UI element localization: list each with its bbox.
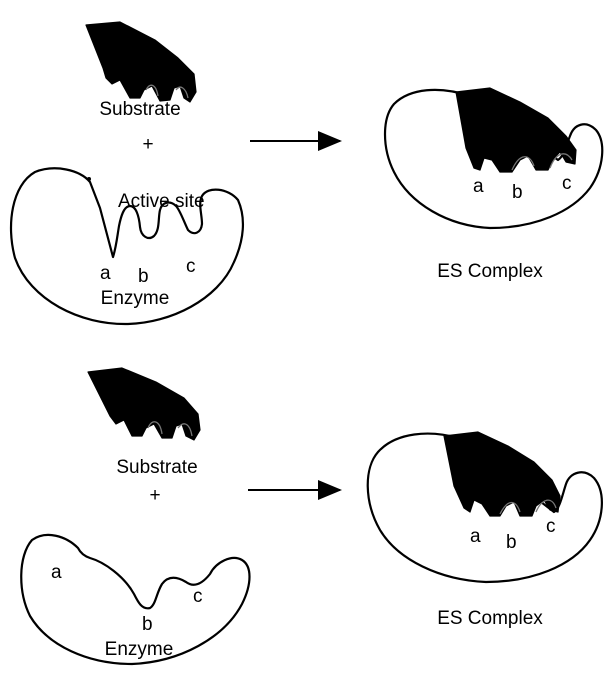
bottom-complex-site-c-label: c	[546, 516, 556, 537]
bottom-site-c-label: c	[193, 586, 203, 607]
top-substrate-shape	[86, 22, 196, 102]
bottom-complex-site-a-label: a	[470, 526, 481, 547]
bottom-site-b-label: b	[142, 614, 153, 635]
bottom-enzyme-label: Enzyme	[105, 639, 174, 660]
bottom-es-complex: a b c	[368, 432, 602, 582]
panel-bottom: Substrate + a b c Enzyme a b c ES Comple…	[21, 368, 602, 664]
top-enzyme-label: Enzyme	[101, 288, 170, 309]
bottom-es-complex-label: ES Complex	[437, 608, 543, 629]
panel-top: Substrate + Active site a b c Enzyme a b…	[11, 22, 602, 324]
top-site-c-label: c	[186, 256, 196, 277]
bottom-complex-site-b-label: b	[506, 532, 517, 553]
bottom-site-a-label: a	[51, 562, 62, 583]
top-plus-sign: +	[142, 134, 153, 155]
top-es-complex-label: ES Complex	[437, 261, 543, 282]
bottom-plus-sign: +	[149, 485, 160, 506]
top-site-b-label: b	[138, 266, 149, 287]
top-complex-site-c-label: c	[562, 173, 572, 194]
top-enzyme-dot	[87, 177, 91, 181]
bottom-substrate-shape	[88, 368, 200, 440]
top-es-complex: a b c	[385, 88, 602, 228]
top-complex-site-a-label: a	[473, 176, 484, 197]
bottom-substrate-label: Substrate	[116, 457, 197, 478]
top-site-a-label: a	[100, 263, 111, 284]
top-complex-site-b-label: b	[512, 182, 523, 203]
top-active-site-label: Active site	[118, 191, 205, 212]
top-substrate-label: Substrate	[99, 99, 180, 120]
